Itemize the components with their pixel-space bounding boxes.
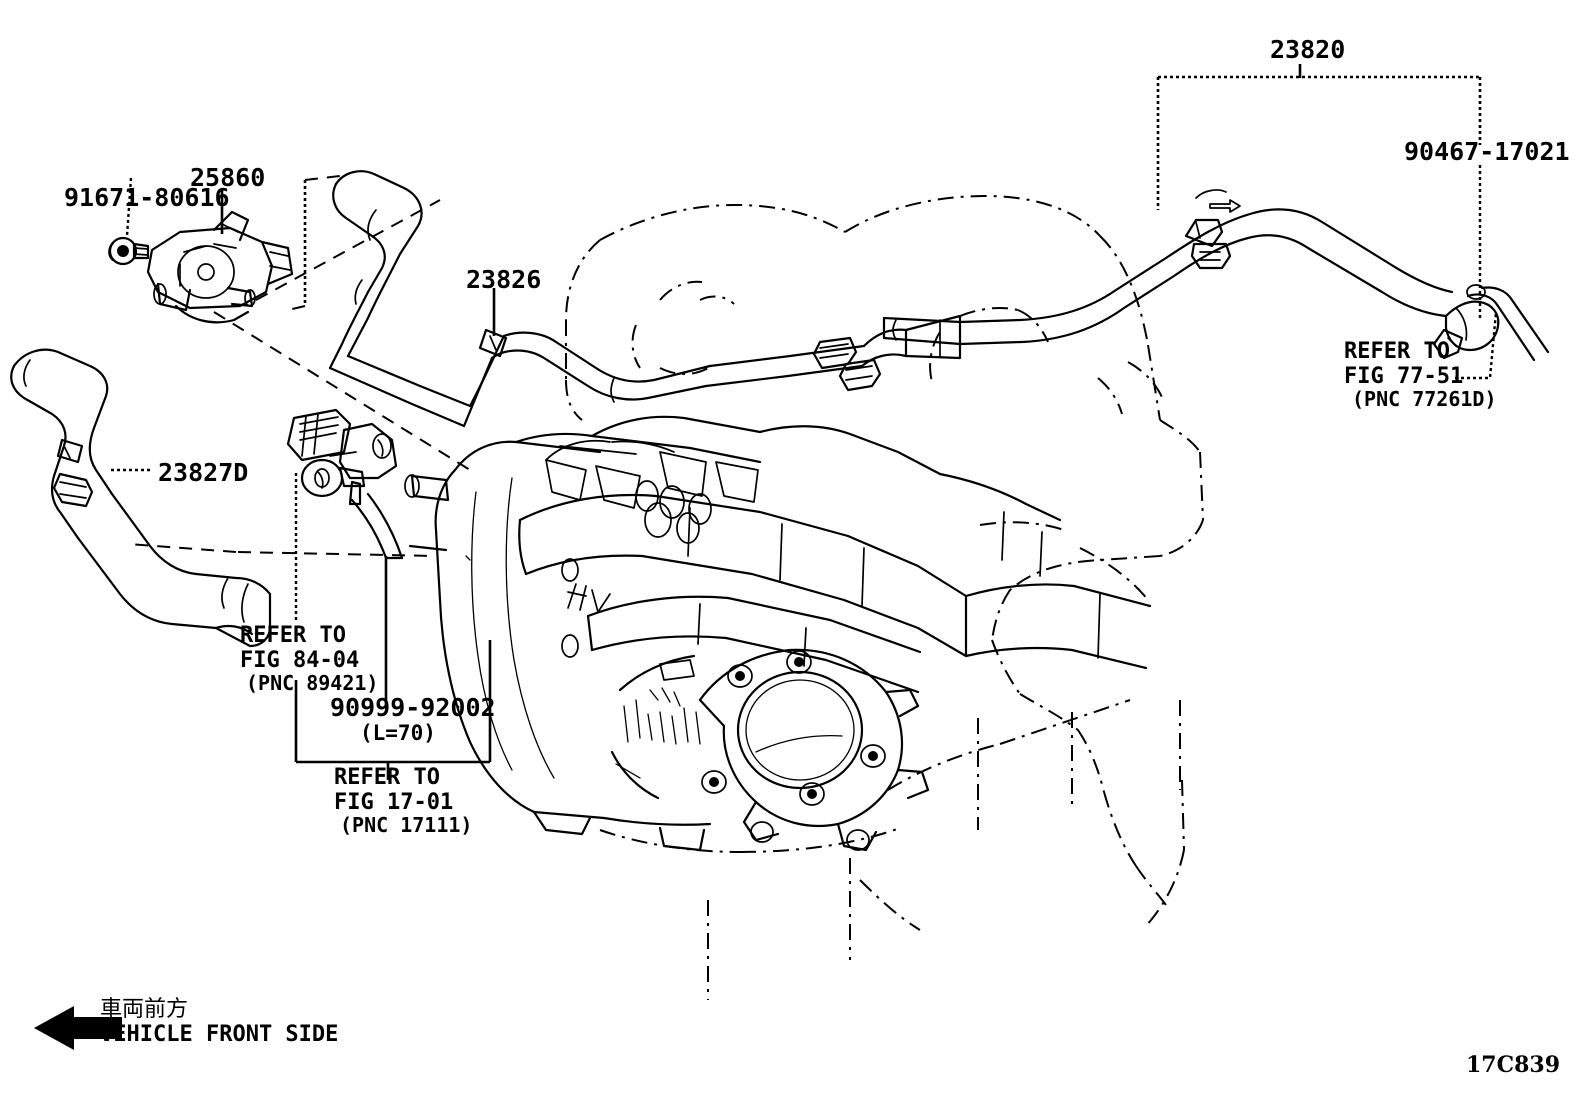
label-clip-90999: 90999-92002 (L=70) [330, 693, 496, 745]
ref-84-04-line1: REFER TO [240, 623, 346, 648]
leader-fig-77-51 [1455, 311, 1498, 380]
ref-77-51-line2: FIG 77-51 [1344, 364, 1463, 389]
figure-id: 17C839 [1466, 1052, 1560, 1078]
projection-line-lower-left [127, 543, 237, 553]
hose-23820 [882, 189, 1550, 362]
ref-77-51-line1: REFER TO [1344, 339, 1450, 364]
projection-line-valve [213, 311, 471, 471]
callout-leaders [110, 64, 1498, 780]
ref-17-01-line2: FIG 17-01 [334, 790, 453, 815]
reference-fig-17-01: REFER TO FIG 17-01 (PNC 17111) [334, 765, 472, 837]
reference-fig-77-51: REFER TO FIG 77-51 (PNC 77261D) [1344, 339, 1497, 411]
bracket-25860-top [304, 175, 341, 181]
ref-17-01-line3: (PNC 17111) [340, 813, 472, 837]
hose-23826 [328, 170, 962, 428]
clip-90999-number: 90999-92002 [330, 693, 496, 722]
projection-line-hose [255, 199, 441, 301]
leader-bolt [125, 177, 133, 237]
sensor-89421 [286, 408, 404, 560]
clip-90999-length: (L=70) [360, 721, 436, 745]
text-labels: 91671-80616 25860 23826 23827D 23820 904… [64, 35, 1570, 837]
hose-23827d [10, 348, 272, 648]
label-23826: 23826 [466, 265, 541, 294]
ref-77-51-line3: (PNC 77261D) [1352, 387, 1497, 411]
ref-17-01-line1: REFER TO [334, 765, 440, 790]
bolt-91671-80616 [108, 236, 150, 266]
projection-line-lower [237, 551, 437, 557]
front-side-label-jp: 車両前方 [100, 997, 188, 1022]
ref-84-04-line3: (PNC 89421) [246, 671, 378, 695]
label-bolt: 91671-80616 [64, 183, 230, 212]
label-purge-valve: 25860 [190, 163, 265, 192]
label-90467: 90467-17021 [1404, 137, 1570, 166]
label-23820: 23820 [1270, 35, 1345, 64]
ref-84-04-line2: FIG 84-04 [240, 648, 359, 673]
arrow-left-icon [34, 1006, 122, 1050]
bracket-25860-bottom [287, 305, 306, 311]
front-side-label-en: VEHICLE FRONT SIDE [100, 1022, 338, 1047]
reference-fig-84-04: REFER TO FIG 84-04 (PNC 89421) [240, 623, 378, 695]
engine-block-phantom-outline [565, 194, 1204, 1000]
vehicle-front-side-marker: 車両前方 VEHICLE FRONT SIDE [34, 997, 338, 1050]
intake-manifold-assembly [404, 415, 1152, 852]
label-23827d: 23827D [158, 458, 248, 487]
